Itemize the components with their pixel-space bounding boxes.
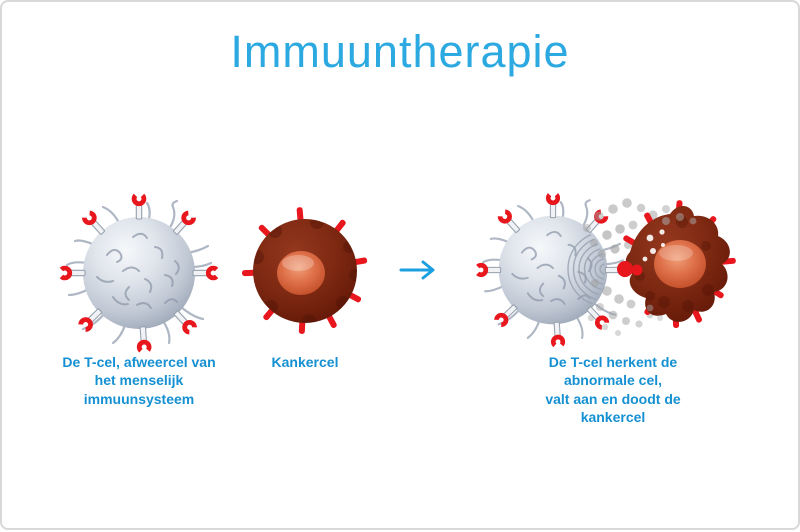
cancer-cell-caption: Kankercel <box>271 354 339 370</box>
right-arrow-icon <box>399 260 435 280</box>
attack-scene-group <box>478 195 736 346</box>
contact-receptor <box>617 261 643 277</box>
ripple-waves <box>567 231 605 307</box>
cancer-nucleus <box>277 251 325 295</box>
tcell-caption: De T-cel, afweercel van het menselijk im… <box>62 354 216 407</box>
attacked-cancer-nucleus <box>654 240 706 288</box>
attacked-cancer-bumps <box>635 216 714 312</box>
attack-caption: De T-cel herkent de abnormale cel, valt … <box>545 354 681 426</box>
nucleus-gloss <box>282 255 314 271</box>
attacked-nucleus-gloss <box>659 245 693 261</box>
page-title: Immuuntherapie <box>230 26 570 77</box>
attacked-cancer-cell <box>623 200 736 328</box>
cancer-cell-group <box>242 207 368 334</box>
granule-particles-front <box>646 213 697 321</box>
damage-white-spots <box>642 229 665 262</box>
tcell-group <box>61 195 216 350</box>
